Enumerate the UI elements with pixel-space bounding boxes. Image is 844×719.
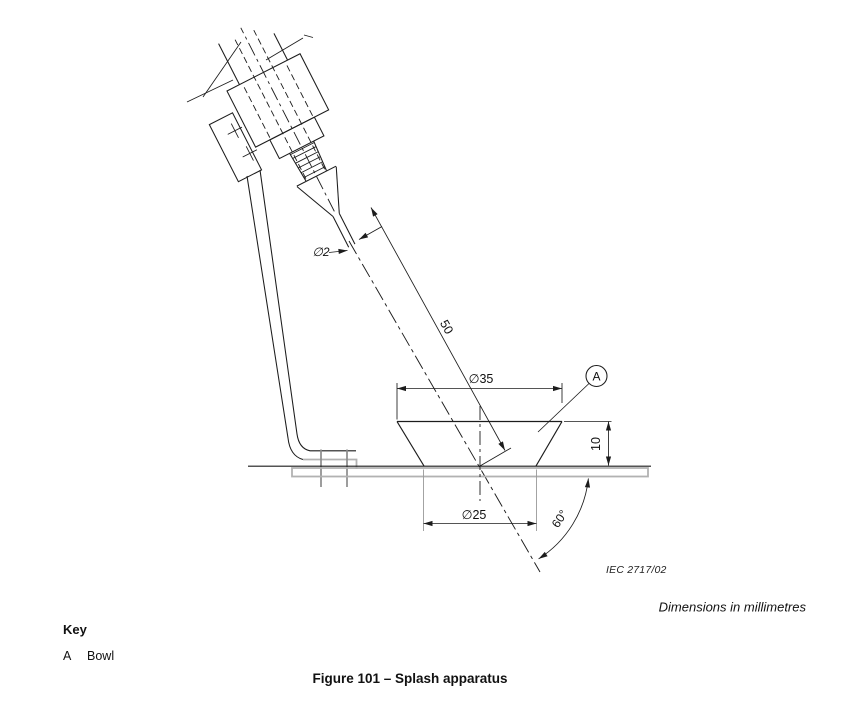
key-item-ref: A: [63, 649, 72, 663]
dim-label-spray-distance: 50: [437, 318, 456, 337]
key-title: Key: [63, 622, 88, 637]
dim-nozzle-diameter: ∅2: [312, 245, 348, 259]
key-block: Key A Bowl: [63, 622, 114, 663]
dim-spray-angle: 60°: [538, 478, 591, 560]
dim-label-spray-angle: 60°: [549, 507, 571, 530]
dim-bowl-height: 10: [564, 421, 612, 466]
part-ref-balloon: A: [537, 364, 608, 433]
dim-label-bowl-height: 10: [589, 437, 603, 451]
table-surface: [248, 465, 651, 478]
dim-label-bowl-bottom-diameter: ∅25: [462, 508, 487, 522]
bowl: [396, 406, 563, 501]
mounting-screw-cross-marks: [227, 123, 258, 161]
support-arm: [246, 169, 356, 461]
spray-axis-centerline: [348, 240, 541, 573]
dim-label-nozzle-diameter: ∅2: [312, 245, 329, 259]
supply-pipe-break-lines: [186, 34, 314, 103]
drawing-ref-number: IEC 2717/02: [606, 564, 667, 576]
nozzle-body: [226, 53, 330, 148]
nozzle-cone: [296, 165, 340, 217]
upper-pipe-section: [218, 33, 289, 85]
key-item-label: Bowl: [87, 649, 114, 663]
hidden-bore-lines: [234, 29, 326, 179]
dim-spray-distance: 50: [358, 207, 512, 467]
units-note: Dimensions in millimetres: [659, 600, 807, 615]
mounting-plate: [208, 112, 263, 183]
nozzle-assembly: [208, 27, 356, 248]
dim-bowl-bottom-diameter: ∅25: [423, 469, 537, 531]
figure-caption: Figure 101 – Splash apparatus: [312, 671, 507, 686]
dim-bowl-top-diameter: ∅35: [396, 372, 563, 420]
nozzle-tube: [332, 213, 356, 248]
part-ref-leader: [537, 383, 590, 433]
part-ref-letter: A: [592, 370, 600, 384]
assembly-centerline: [240, 27, 335, 212]
dim-label-bowl-top-diameter: ∅35: [469, 372, 494, 386]
